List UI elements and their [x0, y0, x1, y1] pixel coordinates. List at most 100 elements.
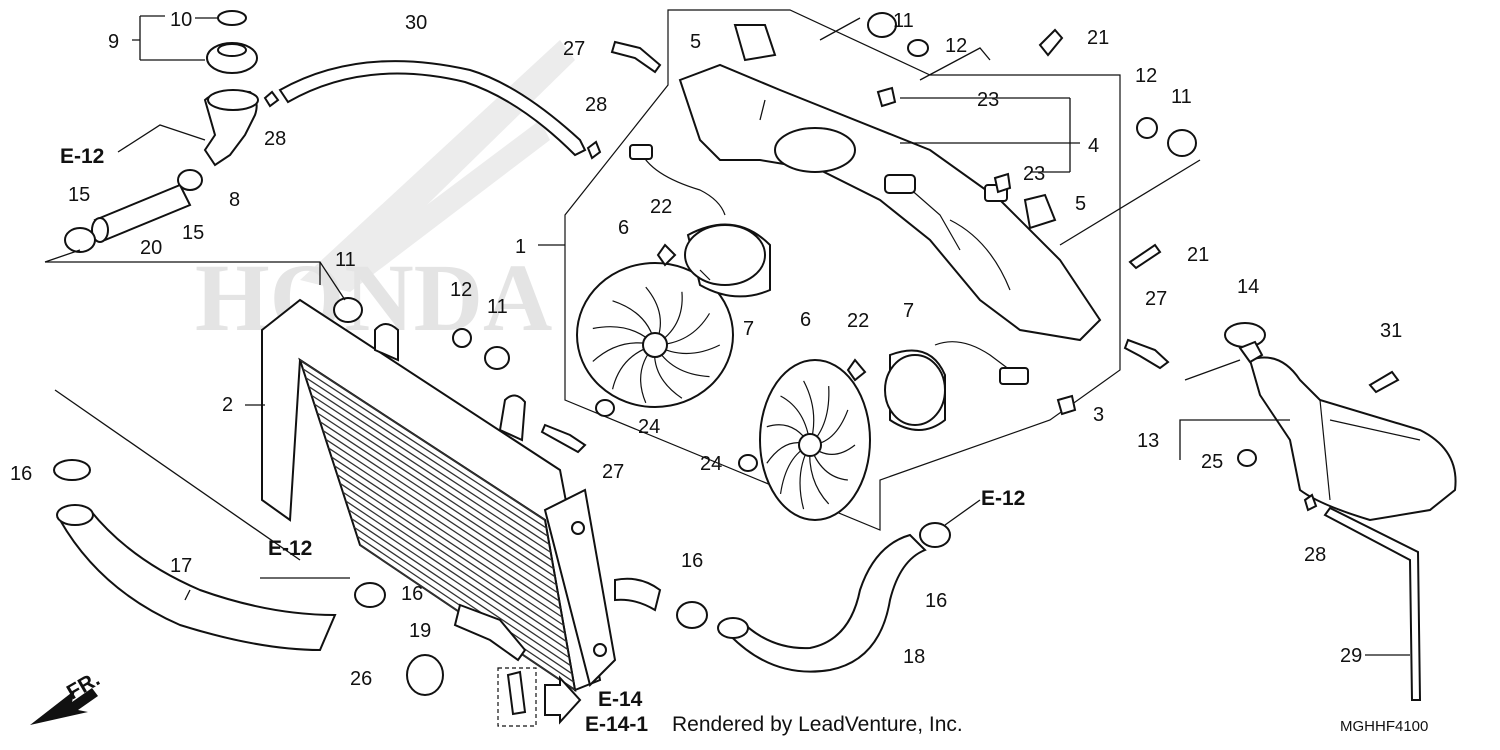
callout-15: 15 — [182, 222, 204, 244]
callout-7: 7 — [743, 318, 754, 340]
radiator-fin-line — [305, 377, 549, 537]
callout-25: 25 — [1201, 451, 1223, 473]
reference-e14: E-14 — [598, 688, 643, 711]
radiator-fin-line — [331, 456, 562, 610]
radiator-fin-line — [313, 403, 553, 562]
front-direction-arrow: FR. — [30, 667, 104, 725]
callout-30: 30 — [405, 12, 427, 34]
radiator-fin-line — [302, 368, 547, 529]
credit-text: Rendered by LeadVenture, Inc. — [672, 713, 963, 736]
callout-19: 19 — [409, 620, 431, 642]
leader-e12-upper-left — [117, 124, 206, 153]
callout-11: 11 — [335, 249, 356, 271]
callout-16: 16 — [10, 463, 32, 485]
callout-12: 12 — [945, 35, 967, 57]
callout-12: 12 — [450, 279, 472, 301]
fan-shroud — [678, 63, 1102, 342]
callout-6: 6 — [800, 309, 811, 331]
callout-11: 11 — [487, 296, 508, 318]
callout-24: 24 — [700, 453, 722, 475]
callout-15: 15 — [68, 184, 90, 206]
callout-20: 20 — [140, 237, 162, 259]
callout-3: 3 — [1093, 404, 1104, 426]
callout-16: 16 — [681, 550, 703, 572]
callout-13: 13 — [1137, 430, 1159, 452]
callout-7: 7 — [903, 300, 914, 322]
callout-28: 28 — [1304, 544, 1326, 566]
fan-assembly-outline — [564, 9, 1121, 531]
overflow-tube — [1323, 506, 1422, 701]
reserve-tank — [1224, 322, 1457, 522]
callout-17: 17 — [170, 555, 192, 577]
radiator-fin-line — [336, 473, 564, 626]
radiator-fin-line — [319, 421, 556, 578]
filler-neck — [203, 89, 259, 167]
leader-lines — [44, 15, 1410, 656]
callout-31: 31 — [1380, 320, 1402, 342]
callout-21: 21 — [1187, 244, 1209, 266]
callout-27: 27 — [602, 461, 624, 483]
callout-23: 23 — [977, 89, 999, 111]
radiator-fin-line — [325, 438, 559, 594]
reference-e14-1: E-14-1 — [585, 713, 648, 736]
callout-23: 23 — [1023, 163, 1045, 185]
radiator-fin-line — [353, 526, 573, 675]
callout-12: 12 — [1135, 65, 1157, 87]
callout-28: 28 — [585, 94, 607, 116]
callout-2: 2 — [222, 394, 233, 416]
radiator-fin-line — [299, 359, 546, 521]
callout-27: 27 — [563, 38, 585, 60]
callout-11: 11 — [893, 10, 914, 32]
radiator-fin-line — [348, 509, 570, 659]
callout-29: 29 — [1340, 645, 1362, 667]
reference-e12-upper-left: E-12 — [60, 145, 104, 168]
callout-11: 11 — [1171, 86, 1192, 108]
radiator-fin-line — [328, 447, 560, 602]
section-references: E-12 E-12 E-12 E-14 E-14-1 — [60, 145, 1025, 736]
radiator-fin-line — [351, 518, 572, 667]
upper-hose — [56, 504, 337, 652]
callout-24: 24 — [638, 416, 660, 438]
callout-21: 21 — [1087, 27, 1109, 49]
radiator-fin-line — [316, 412, 554, 570]
radiator-fin-line — [345, 500, 569, 651]
radiator-fin-line — [322, 429, 557, 586]
callout-5: 5 — [1075, 193, 1086, 215]
diagram-code: MGHHF4100 — [1340, 718, 1428, 735]
callout-14: 14 — [1237, 276, 1259, 298]
small-hardware — [263, 12, 1400, 727]
callout-26: 26 — [350, 668, 372, 690]
radiator-fin-line — [333, 465, 563, 618]
cooling-fan-right — [759, 341, 1029, 521]
callout-1: 1 — [515, 236, 526, 258]
reference-e12-lower-left: E-12 — [268, 537, 312, 560]
callout-9: 9 — [108, 31, 119, 53]
radiator-fin-line — [342, 491, 567, 642]
callout-4: 4 — [1088, 135, 1099, 157]
callout-6: 6 — [618, 217, 629, 239]
callout-22: 22 — [650, 196, 672, 218]
callout-8: 8 — [229, 189, 240, 211]
cooling-fan-left — [576, 144, 771, 408]
callout-labels: 1 2 3 4 5 5 6 6 7 7 8 9 10 11 11 11 11 1… — [10, 9, 1402, 690]
callout-16: 16 — [925, 590, 947, 612]
callout-27: 27 — [1145, 288, 1167, 310]
honda-wing-watermark: HONDA — [195, 40, 575, 351]
callout-22: 22 — [847, 310, 869, 332]
radiator-fin-line — [308, 385, 550, 545]
radiator-cap — [206, 10, 258, 74]
radiator-core — [261, 298, 617, 693]
callout-28: 28 — [264, 128, 286, 150]
callout-18: 18 — [903, 646, 925, 668]
reference-arrow — [544, 675, 582, 725]
reference-e12-right: E-12 — [981, 487, 1025, 510]
radiator-fin-line — [311, 394, 552, 553]
bypass-hose — [91, 183, 192, 243]
callout-10: 10 — [170, 9, 192, 31]
callout-16: 16 — [401, 583, 423, 605]
siphon-tube — [278, 60, 587, 157]
hose-clamps — [53, 169, 951, 696]
leader-e12-right — [944, 499, 981, 526]
lower-hose — [717, 533, 927, 673]
